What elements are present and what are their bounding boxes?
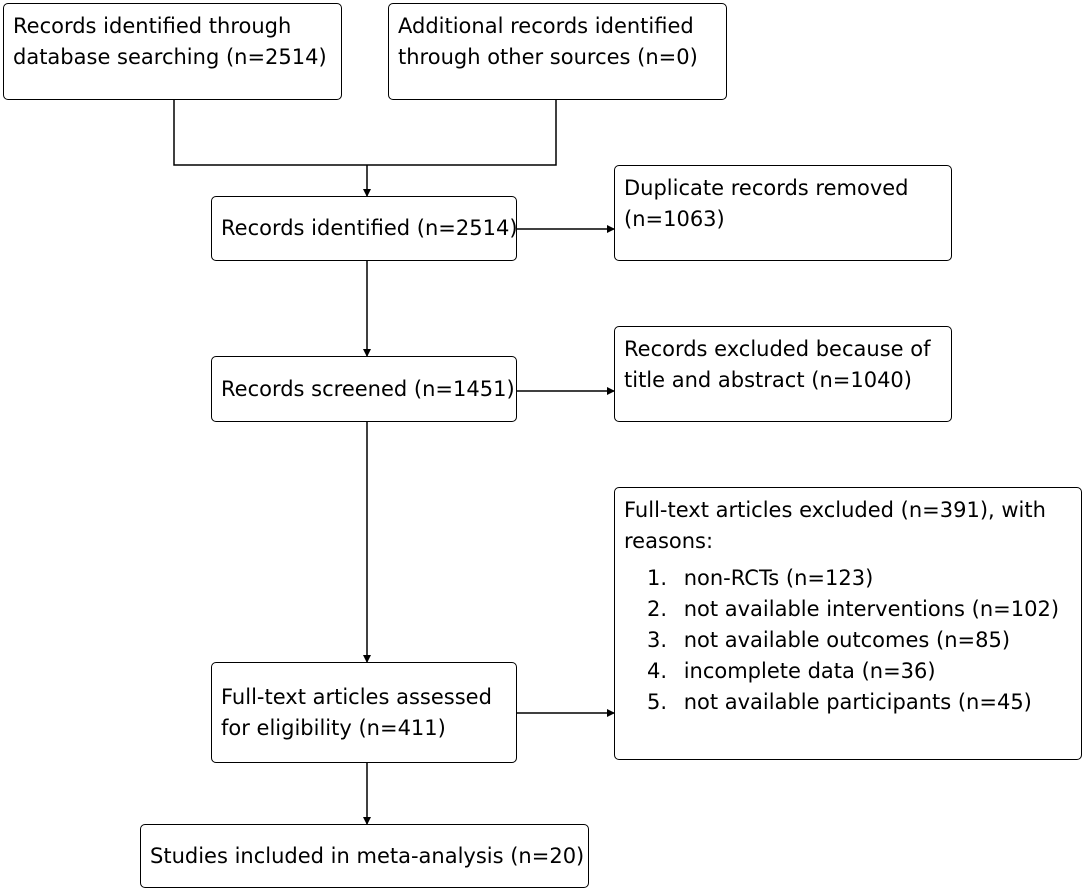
duplicates-removed-box: Duplicate records removed (n=1063) [614, 165, 952, 261]
duplicates-removed-line-2: (n=1063) [624, 207, 725, 231]
excluded-title-abstract-line-1: Records excluded because of [624, 337, 931, 361]
database-search-box: Records identified through database sear… [3, 3, 342, 100]
records-screened-label: Records screened (n=1451) [221, 376, 515, 401]
merge-connector [173, 100, 557, 166]
records-identified-box: Records identified (n=2514) [211, 196, 518, 261]
reason-number: 1. [647, 566, 668, 590]
exclusion-reason-item: 3. not available outcomes (n=85) [647, 625, 1072, 656]
fulltext-assessed-line-2: for eligibility (n=411) [221, 715, 446, 740]
records-screened-box: Records screened (n=1451) [211, 356, 517, 422]
exclusion-reasons-list: 1. non-RCTs (n=123) 2. not available int… [624, 563, 1072, 718]
fulltext-assessed-box: Full-text articles assessed for eligibil… [211, 662, 517, 763]
duplicates-removed-line-1: Duplicate records removed [624, 176, 909, 200]
other-sources-box: Additional records identified through ot… [388, 3, 727, 100]
database-search-line-1: Records identified through [13, 14, 292, 38]
reason-text: not available participants (n=45) [683, 690, 1032, 714]
records-identified-label: Records identified (n=2514) [221, 216, 518, 240]
excluded-title-abstract-line-2: title and abstract (n=1040) [624, 368, 912, 392]
exclusion-reason-item: 4. incomplete data (n=36) [647, 656, 1072, 687]
reason-number: 4. [647, 659, 668, 683]
fulltext-excluded-line-2: reasons: [624, 529, 714, 553]
reason-text: not available interventions (n=102) [683, 597, 1060, 621]
exclusion-reason-item: 2. not available interventions (n=102) [647, 594, 1072, 625]
other-sources-line-1: Additional records identified [398, 14, 694, 38]
exclusion-reason-item: 1. non-RCTs (n=123) [647, 563, 1072, 594]
database-search-line-2: database searching (n=2514) [13, 45, 327, 69]
studies-included-label: Studies included in meta-analysis (n=20) [150, 843, 585, 868]
excluded-title-abstract-box: Records excluded because of title and ab… [614, 326, 952, 422]
fulltext-assessed-line-1: Full-text articles assessed [221, 684, 492, 709]
reason-text: incomplete data (n=36) [683, 659, 936, 683]
studies-included-box: Studies included in meta-analysis (n=20) [140, 824, 589, 888]
reason-number: 5. [647, 690, 668, 714]
reason-number: 3. [647, 628, 668, 652]
fulltext-excluded-line-1: Full-text articles excluded (n=391), wit… [624, 498, 1046, 522]
exclusion-reason-item: 5. not available participants (n=45) [647, 687, 1072, 718]
reason-text: non-RCTs (n=123) [683, 566, 874, 590]
fulltext-excluded-box: Full-text articles excluded (n=391), wit… [614, 487, 1082, 760]
reason-text: not available outcomes (n=85) [683, 628, 1011, 652]
reason-number: 2. [647, 597, 668, 621]
other-sources-line-2: through other sources (n=0) [398, 45, 698, 69]
